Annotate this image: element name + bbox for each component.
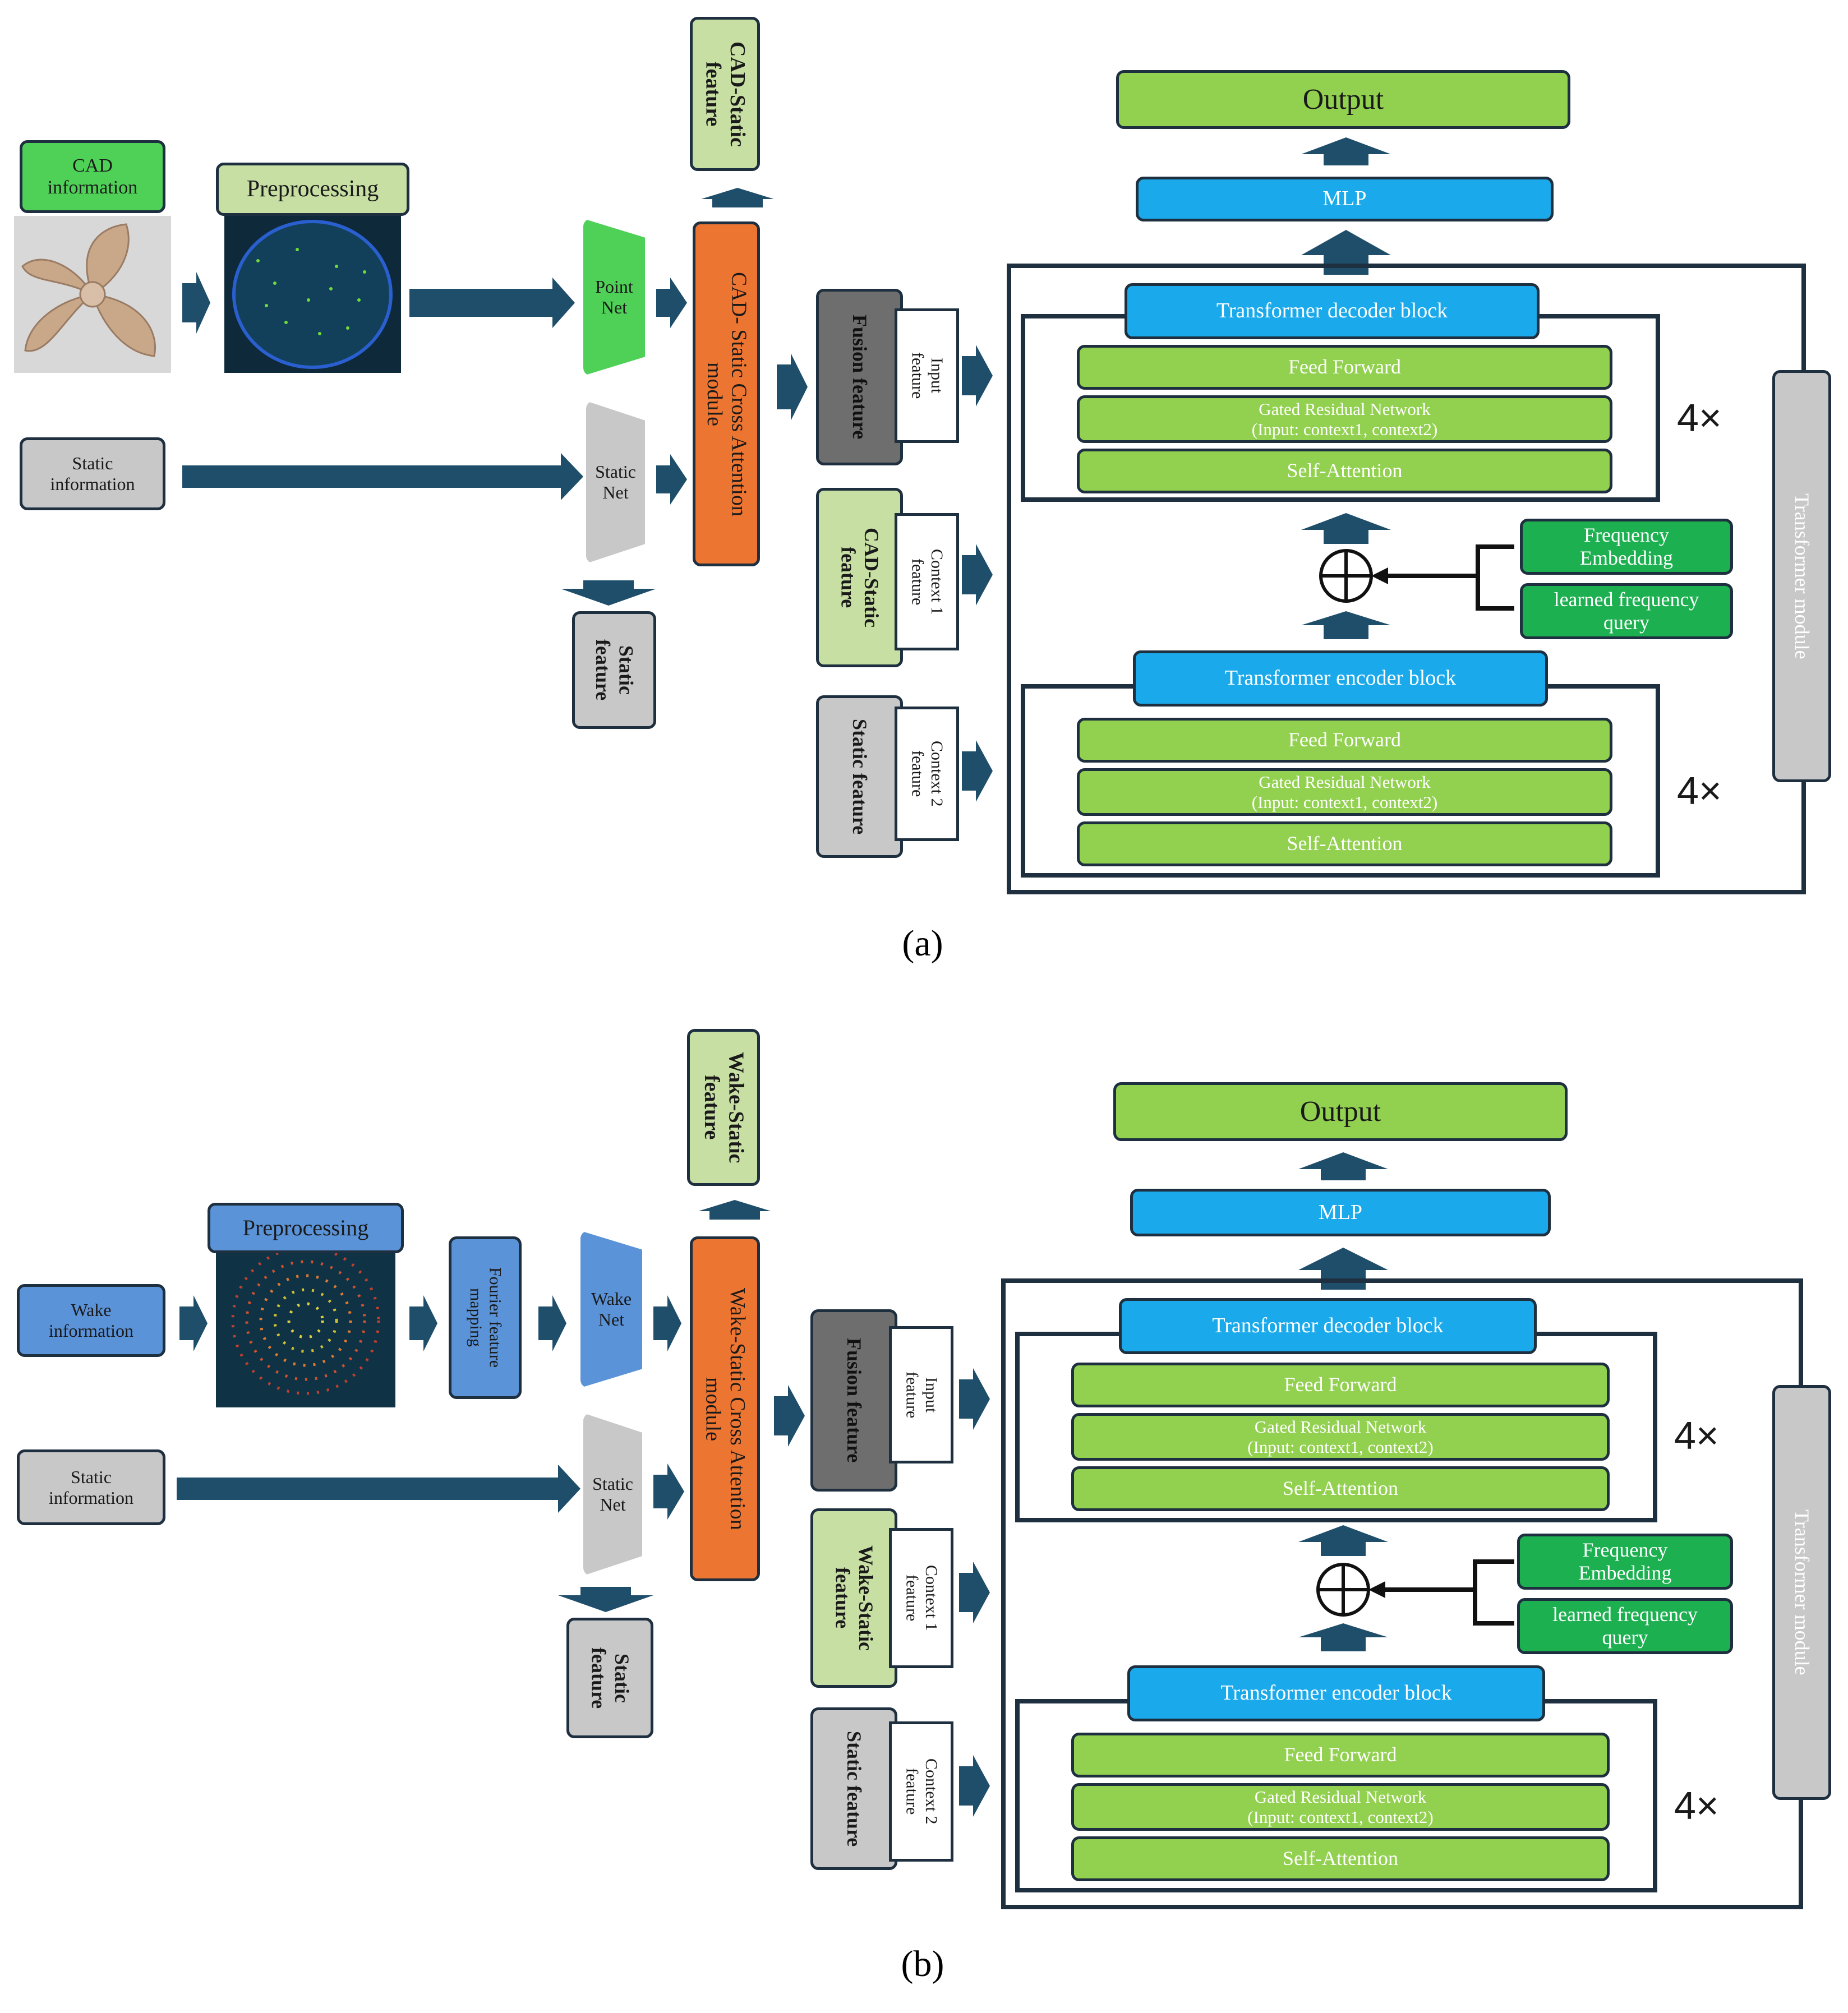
output-box: Output [1116, 70, 1570, 129]
arrow-icon [1298, 1525, 1388, 1556]
encoder-self-attention-b: Self-Attention [1071, 1836, 1610, 1881]
transformer-module-label-b: Transformer module [1772, 1385, 1831, 1800]
static-feature-output-b: Static feature [566, 1618, 653, 1738]
wake-field-image [216, 1246, 395, 1407]
arrow-icon [409, 1295, 437, 1351]
encoder-self-attention: Self-Attention [1077, 821, 1612, 866]
fusion-feature-box: Fusion feature [816, 289, 903, 465]
arrow-icon [701, 188, 774, 207]
wake-static-feature-top: Wake-Static feature [687, 1029, 760, 1186]
transformer-decoder-block: Transformer decoder block [1125, 283, 1540, 339]
arrow-icon [1298, 1623, 1388, 1651]
context1-feature-box-b: Context 1 feature [889, 1528, 953, 1668]
encoder-repeat-label-b: 4× [1674, 1784, 1719, 1827]
arrow-icon [177, 1465, 580, 1513]
fusion-feature-box-b: Fusion feature [810, 1309, 897, 1492]
panel-a: CAD information Preprocessing Point Net … [0, 0, 1848, 1004]
arrow-icon [558, 1587, 653, 1612]
cad-static-feature-top: CAD-Static feature [690, 17, 760, 171]
transformer-encoder-block-b: Transformer encoder block [1127, 1665, 1545, 1721]
encoder-feed-forward-b: Feed Forward [1071, 1733, 1610, 1777]
arrow-icon [774, 1385, 805, 1447]
arrow-icon [656, 454, 687, 505]
point-cloud-image [224, 216, 401, 373]
encoder-feed-forward: Feed Forward [1077, 718, 1612, 763]
context2-feature-box-b: Context 2 feature [889, 1721, 953, 1862]
arrow-icon [1301, 611, 1391, 639]
arrow-icon [653, 1295, 681, 1351]
learned-frequency-query-box: learned frequency query [1520, 583, 1733, 639]
context1-source-box-b: Wake-Static feature [810, 1508, 897, 1688]
arrow-icon [1301, 513, 1391, 544]
arrow-icon [698, 1200, 771, 1220]
decoder-repeat-label-b: 4× [1674, 1414, 1719, 1457]
arrow-icon [962, 544, 993, 606]
context1-source-box: CAD-Static feature [816, 488, 903, 667]
arrow-icon [959, 1368, 990, 1430]
decoder-feed-forward: Feed Forward [1077, 345, 1612, 390]
static-information-box-b: Static information [17, 1449, 165, 1525]
arrow-icon [959, 1755, 990, 1817]
arrow-icon [653, 1463, 684, 1520]
preprocessing-box-b: Preprocessing [208, 1203, 404, 1253]
static-net-box-b: Static Net [583, 1413, 642, 1576]
panel-a-caption: (a) [902, 923, 943, 964]
arrow-icon [656, 278, 687, 328]
frequency-embedding-box: Frequency Embedding [1520, 519, 1733, 575]
decoder-grn-b: Gated Residual Network (Input: context1,… [1071, 1413, 1610, 1461]
decoder-feed-forward-b: Feed Forward [1071, 1363, 1610, 1407]
encoder-grn-b: Gated Residual Network (Input: context1,… [1071, 1783, 1610, 1831]
decoder-repeat-label: 4× [1677, 396, 1722, 440]
context2-feature-box: Context 2 feature [895, 707, 959, 841]
output-box-b: Output [1113, 1082, 1568, 1141]
arrow-icon [182, 272, 210, 334]
decoder-self-attention-b: Self-Attention [1071, 1466, 1610, 1511]
arrow-icon [179, 1295, 208, 1351]
fourier-feature-mapping-box: Fourier feature mapping [449, 1236, 522, 1399]
static-feature-output: Static feature [572, 611, 656, 729]
learned-frequency-query-box-b: learned frequency query [1517, 1598, 1733, 1654]
encoder-grn: Gated Residual Network (Input: context1,… [1077, 768, 1612, 816]
decoder-self-attention: Self-Attention [1077, 449, 1612, 493]
propeller-image [14, 216, 171, 373]
arrow-icon [962, 740, 993, 802]
preprocessing-box: Preprocessing [216, 163, 409, 216]
cad-static-cross-attention-module: CAD- Static Cross Attention module [693, 221, 760, 566]
panel-b-caption: (b) [901, 1943, 944, 1984]
static-information-box: Static information [20, 437, 165, 510]
frequency-embedding-box-b: Frequency Embedding [1517, 1534, 1733, 1590]
point-net-box: Point Net [583, 219, 645, 376]
wake-information-box: Wake information [17, 1284, 165, 1357]
transformer-module-label: Transformer module [1772, 370, 1831, 782]
context1-feature-box: Context 1 feature [895, 513, 959, 650]
panel-b: Wake information Preprocessing Fourier f… [0, 1009, 1848, 2013]
panel-b-connectors [177, 1152, 1514, 1817]
mlp-box: MLP [1136, 177, 1554, 221]
input-feature-box: Input feature [895, 308, 959, 443]
context2-source-box: Static feature [816, 695, 903, 858]
arrow-icon [561, 580, 656, 606]
arrow-icon [409, 278, 575, 328]
transformer-decoder-block-b: Transformer decoder block [1119, 1298, 1537, 1354]
wake-net-box: Wake Net [580, 1231, 642, 1388]
arrow-icon [1301, 137, 1391, 165]
arrow-icon [538, 1295, 566, 1351]
cad-information-box: CAD information [20, 140, 165, 213]
arrow-icon [182, 453, 583, 500]
static-net-box: Static Net [586, 401, 645, 564]
encoder-repeat-label: 4× [1677, 769, 1722, 812]
mlp-box-b: MLP [1130, 1189, 1551, 1236]
decoder-grn: Gated Residual Network (Input: context1,… [1077, 395, 1612, 443]
input-feature-box-b: Input feature [889, 1326, 953, 1463]
arrow-icon [777, 353, 808, 421]
context2-source-box-b: Static feature [810, 1707, 897, 1870]
arrow-icon [962, 345, 993, 407]
arrow-icon [959, 1562, 990, 1623]
wake-static-cross-attention-module: Wake-Static Cross Attention module [690, 1236, 760, 1581]
arrow-icon [1298, 1152, 1388, 1180]
transformer-encoder-block: Transformer encoder block [1133, 650, 1548, 707]
